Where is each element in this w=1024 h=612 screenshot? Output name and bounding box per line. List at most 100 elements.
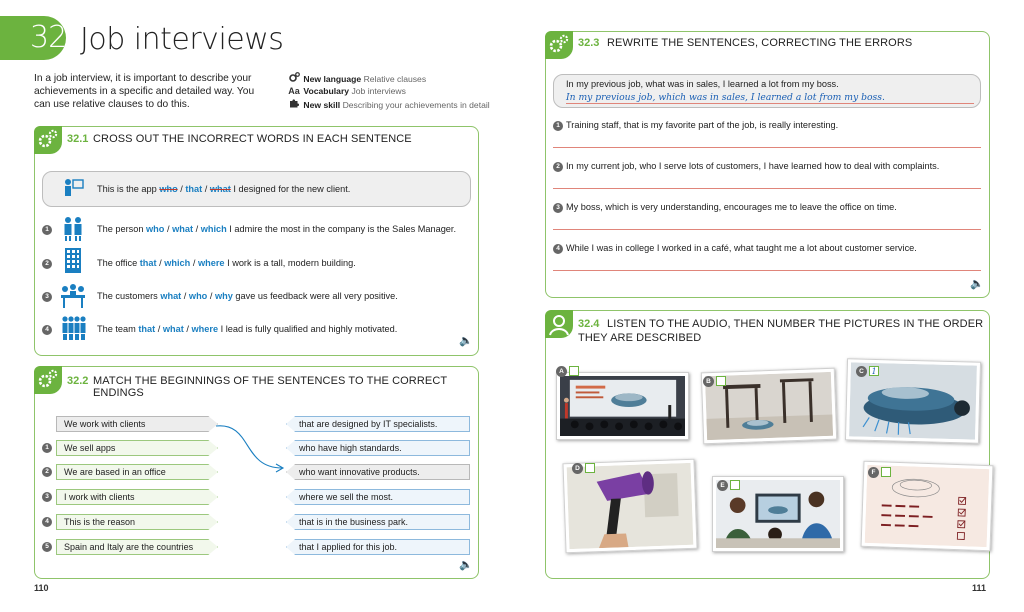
rewrite-sentence-4: While I was in college I worked in a caf… — [566, 243, 917, 253]
picture-d — [562, 458, 698, 554]
answer-line-1[interactable] — [553, 147, 981, 148]
exercise-title: REWRITE THE SENTENCES, CORRECTING THE ER… — [607, 37, 913, 49]
picture-f — [860, 460, 994, 552]
picture-answer-box[interactable] — [569, 366, 579, 376]
answer-line-3[interactable] — [553, 229, 981, 230]
sentence-beginning[interactable]: We sell apps — [56, 440, 218, 456]
speaker-icon[interactable]: 🔈 — [459, 335, 473, 347]
sentence-beginning[interactable]: I work with clients — [56, 489, 218, 505]
rewrite-sentence-2: In my current job, who I serve lots of c… — [566, 161, 940, 171]
exercise-number: 32.1 — [67, 133, 89, 145]
picture-answer-box[interactable] — [716, 376, 726, 386]
exercise-title: CROSS OUT THE INCORRECT WORDS IN EACH SE… — [93, 133, 412, 145]
option[interactable]: what — [160, 291, 182, 301]
gear-cluster-icon — [287, 72, 301, 85]
option[interactable]: which — [200, 224, 227, 234]
item-number: 4 — [42, 325, 52, 335]
unit-number: 32 — [30, 20, 67, 55]
picture-answer-box[interactable]: 1 — [869, 366, 879, 376]
gears-icon — [34, 126, 62, 154]
exercise-number: 32.4 — [578, 318, 600, 330]
item-number: 2 — [42, 467, 52, 477]
item-number: 5 — [42, 542, 52, 552]
picture-c — [844, 358, 982, 444]
sentence-ending[interactable]: that is in the business park. — [286, 514, 470, 530]
option[interactable]: that — [138, 324, 156, 334]
design-sketch-checklist-scene — [864, 464, 990, 548]
sentence-beginning-example[interactable]: We work with clients — [56, 416, 218, 432]
option[interactable]: which — [164, 258, 191, 268]
option-crossed[interactable]: what — [209, 184, 231, 194]
speaker-icon[interactable]: 🔈 — [459, 559, 473, 571]
sentence-beginning[interactable]: Spain and Italy are the countries — [56, 539, 218, 555]
sentence-ending[interactable]: where we sell the most. — [286, 489, 470, 505]
sentence-item-3: The customers what / who / why gave us f… — [97, 291, 398, 301]
exercise-title-line-1: LISTEN TO THE AUDIO, THEN NUMBER THE PIC… — [607, 318, 984, 330]
unit-number-tab: 32 — [0, 16, 67, 60]
item-number: 1 — [42, 443, 52, 453]
example-sentence: This is the app who / that / what I desi… — [97, 184, 351, 194]
presenter-icon — [65, 179, 84, 196]
speaker-icon[interactable]: 🔈 — [970, 278, 984, 290]
robot-vacuum-closeup-scene — [849, 362, 977, 440]
picture-answer-box[interactable] — [730, 480, 740, 490]
option[interactable]: who — [146, 224, 165, 234]
meta-vocabulary: Aa Vocabulary Job interviews — [288, 86, 406, 96]
option[interactable]: who — [188, 291, 208, 301]
sentence-ending[interactable]: who have high standards. — [286, 440, 470, 456]
picture-label: C — [856, 366, 867, 377]
exercise-number: 32.3 — [578, 37, 600, 49]
robot-vacuum-under-chairs-scene — [704, 371, 834, 441]
example-box — [42, 171, 471, 207]
customers-at-table-icon — [61, 284, 85, 308]
option[interactable]: what — [172, 224, 194, 234]
sentence-item-4: The team that / what / where I lead is f… — [97, 324, 398, 334]
presentation-scene — [560, 376, 685, 436]
option[interactable]: that — [185, 184, 203, 194]
match-arrow — [215, 425, 285, 473]
two-people-icon — [64, 217, 82, 241]
option[interactable]: where — [197, 258, 225, 268]
option[interactable]: where — [191, 324, 219, 334]
exercise-32-1-panel: 32.1 CROSS OUT THE INCORRECT WORDS IN EA… — [34, 126, 479, 356]
sentence-ending[interactable]: that I applied for this job. — [286, 539, 470, 555]
page-number-left: 110 — [34, 583, 49, 593]
answer-line-4[interactable] — [553, 270, 981, 271]
item-number: 2 — [553, 162, 563, 172]
item-number: 3 — [553, 203, 563, 213]
example-answer: In my previous job, which was in sales, … — [566, 92, 885, 103]
item-number: 4 — [42, 517, 52, 527]
sentence-item-1: The person who / what / which I admire t… — [97, 224, 457, 234]
office-building-icon — [65, 248, 81, 273]
answer-line-2[interactable] — [553, 188, 981, 189]
exercise-title: MATCH THE BEGINNINGS OF THE SENTENCES TO… — [93, 375, 447, 399]
puzzle-piece-icon — [287, 98, 301, 111]
aa-icon: Aa — [288, 86, 300, 96]
listening-head-icon — [545, 310, 573, 338]
picture-b — [700, 367, 838, 445]
item-number: 4 — [553, 244, 563, 254]
sentence-beginning[interactable]: We are based in an office — [56, 464, 218, 480]
team-icon — [62, 316, 86, 340]
meta-new-language: New language Relative clauses — [287, 72, 426, 84]
sentence-beginning[interactable]: This is the reason — [56, 514, 218, 530]
picture-a — [556, 372, 689, 440]
option[interactable]: why — [214, 291, 233, 301]
option-crossed[interactable]: who — [159, 184, 178, 194]
gears-icon — [34, 366, 62, 394]
picture-answer-box[interactable] — [585, 463, 595, 473]
option[interactable]: that — [139, 258, 157, 268]
answer-line — [566, 103, 974, 104]
exercise-number: 32.2 — [67, 375, 89, 387]
sentence-ending-example[interactable]: who want innovative products. — [286, 464, 470, 480]
sentence-ending[interactable]: that are designed by IT specialists. — [286, 416, 470, 432]
picture-label: A — [556, 366, 567, 377]
rewrite-sentence-1: Training staff, that is my favorite part… — [566, 120, 839, 130]
team-meeting-laptop-scene — [716, 480, 840, 548]
hairdryer-scene — [566, 462, 694, 550]
item-number: 2 — [42, 259, 52, 269]
picture-label: E — [717, 480, 728, 491]
option[interactable]: what — [162, 324, 184, 334]
picture-answer-box[interactable] — [881, 467, 891, 477]
picture-label: F — [868, 467, 879, 478]
